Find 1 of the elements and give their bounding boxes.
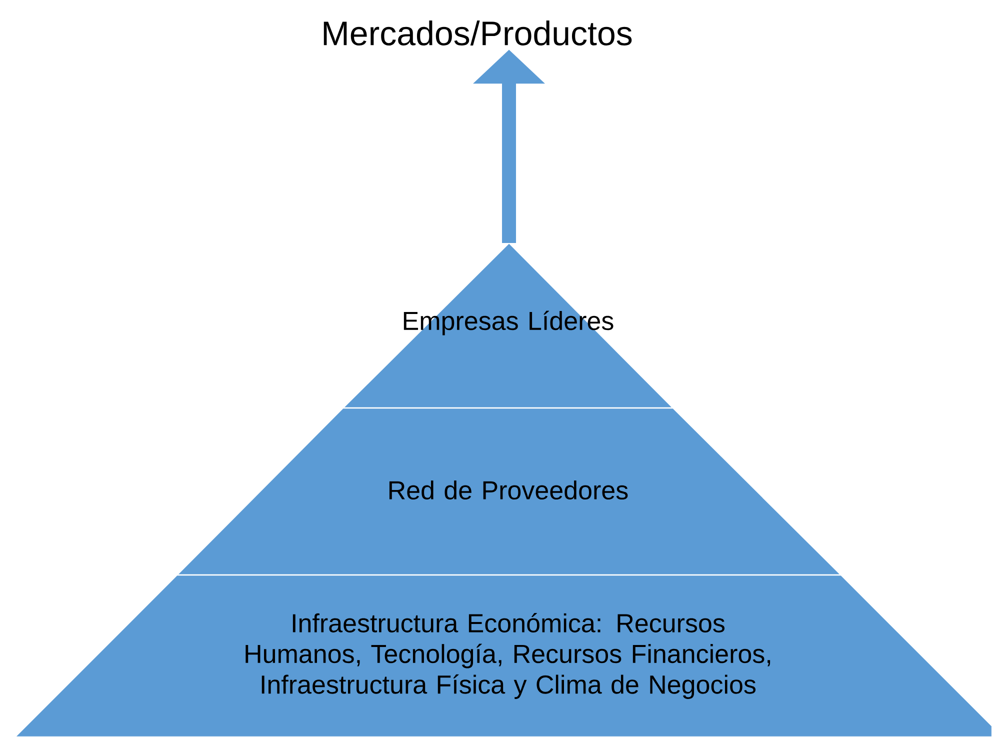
title-text: Mercados/Productos xyxy=(324,20,632,46)
